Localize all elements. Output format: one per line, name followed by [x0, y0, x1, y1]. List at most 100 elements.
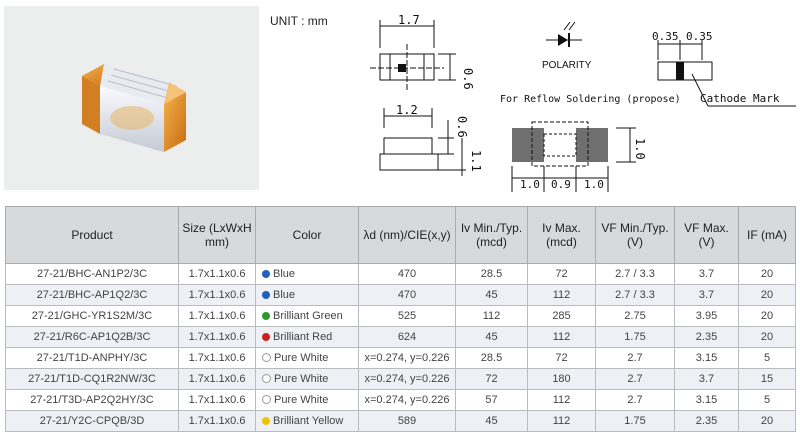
color-label: Brilliant Green: [273, 310, 343, 322]
cell-product: 27-21/T1D-ANPHY/3C: [5, 347, 179, 369]
cell-iv-max: 180: [527, 368, 596, 390]
dim-solder-a: 1.0: [520, 178, 540, 191]
color-dot-icon: [262, 270, 270, 278]
cell-iv-typ: 45: [455, 410, 528, 432]
color-label: Pure White: [274, 352, 329, 364]
color-dot-icon: [262, 333, 270, 341]
cell-size: 1.7x1.1x0.6: [178, 263, 256, 285]
dim-top-height: 0.6: [461, 68, 475, 90]
led-chip-illustration: [82, 64, 186, 152]
cell-color: Pure White: [255, 389, 359, 411]
cell-color: Brilliant Yellow: [255, 410, 359, 432]
cell-lambda: 525: [358, 305, 456, 327]
cell-size: 1.7x1.1x0.6: [178, 305, 256, 327]
cell-iv-max: 72: [527, 263, 596, 285]
cell-vf-max: 2.35: [674, 326, 739, 348]
color-label: Pure White: [274, 394, 329, 406]
color-label: Blue: [273, 289, 296, 301]
cell-lambda: 470: [358, 284, 456, 306]
cell-iv-max: 72: [527, 347, 596, 369]
cell-vf-typ: 1.75: [595, 410, 675, 432]
reflow-label: For Reflow Soldering (propose): [500, 94, 681, 105]
cell-product: 27-21/Y2C-CPQB/3D: [5, 410, 179, 432]
solder-pad-drawing: For Reflow Soldering (propose) 1.0 1.0 0…: [500, 94, 681, 192]
color-dot-icon: [262, 417, 270, 425]
cell-if: 5: [738, 347, 796, 369]
cell-size: 1.7x1.1x0.6: [178, 326, 256, 348]
cell-color: Blue: [255, 263, 359, 285]
cell-vf-max: 3.15: [674, 347, 739, 369]
dim-pad-1: 0.35: [652, 30, 679, 43]
product-spec-table: Product Size (LxWxH mm) Color λd (nm)/CI…: [5, 206, 796, 432]
cell-iv-max: 112: [527, 326, 596, 348]
polarity-label: POLARITY: [542, 60, 592, 71]
color-label: Brilliant Red: [273, 331, 333, 343]
cell-if: 20: [738, 305, 796, 327]
cell-iv-max: 112: [527, 284, 596, 306]
cell-product: 27-21/T1D-CQ1R2NW/3C: [5, 368, 179, 390]
color-dot-icon: [262, 312, 270, 320]
cell-iv-typ: 45: [455, 284, 528, 306]
cell-lambda: x=0.274, y=0.226: [358, 368, 456, 390]
cell-vf-typ: 2.7 / 3.3: [595, 263, 675, 285]
cell-vf-typ: 2.7: [595, 389, 675, 411]
dim-pad-2: 0.35: [686, 30, 713, 43]
cell-if: 20: [738, 326, 796, 348]
cell-iv-typ: 57: [455, 389, 528, 411]
cell-iv-typ: 45: [455, 326, 528, 348]
cell-iv-max: 112: [527, 389, 596, 411]
cell-size: 1.7x1.1x0.6: [178, 347, 256, 369]
dimension-drawings: 1.7 0.6 POLARITY 0.35: [370, 13, 796, 192]
cell-size: 1.7x1.1x0.6: [178, 368, 256, 390]
header-color: Color: [255, 206, 359, 264]
cell-vf-typ: 2.75: [595, 305, 675, 327]
cell-color: Brilliant Green: [255, 305, 359, 327]
header-product: Product: [5, 206, 179, 264]
dim-top-width: 1.7: [398, 13, 420, 27]
cell-lambda: 470: [358, 263, 456, 285]
cell-iv-typ: 72: [455, 368, 528, 390]
cell-color: Pure White: [255, 368, 359, 390]
cell-if: 15: [738, 368, 796, 390]
cell-vf-typ: 2.7: [595, 368, 675, 390]
cell-vf-max: 3.15: [674, 389, 739, 411]
cell-product: 27-21/GHC-YR1S2M/3C: [5, 305, 179, 327]
cell-product: 27-21/BHC-AP1Q2/3C: [5, 284, 179, 306]
cell-vf-max: 3.95: [674, 305, 739, 327]
header-vf-max: VF Max. (V): [674, 206, 739, 264]
cell-if: 20: [738, 263, 796, 285]
cell-size: 1.7x1.1x0.6: [178, 410, 256, 432]
cell-iv-max: 112: [527, 410, 596, 432]
cell-if: 20: [738, 284, 796, 306]
cell-if: 20: [738, 410, 796, 432]
color-label: Pure White: [274, 373, 329, 385]
cell-product: 27-21/BHC-AN1P2/3C: [5, 263, 179, 285]
cell-iv-typ: 112: [455, 305, 528, 327]
dim-side-h2: 1.1: [469, 150, 483, 172]
datasheet-header: UNIT : mm 1.7 0.6 POLARITY: [0, 0, 800, 200]
cell-if: 5: [738, 389, 796, 411]
header-lambda: λd (nm)/CIE(x,y): [358, 206, 456, 264]
cell-color: Brilliant Red: [255, 326, 359, 348]
dim-solder-h: 1.0: [633, 138, 647, 160]
color-label: Brilliant Yellow: [273, 415, 344, 427]
cell-size: 1.7x1.1x0.6: [178, 284, 256, 306]
side-view-drawing: 1.2 0.6 1.1: [379, 103, 483, 176]
color-dot-icon: [262, 395, 271, 404]
cell-vf-typ: 2.7 / 3.3: [595, 284, 675, 306]
dim-side-h1: 0.6: [455, 116, 469, 138]
cathode-mark-label: Cathode Mark: [700, 92, 780, 105]
cell-vf-max: 3.7: [674, 263, 739, 285]
cell-size: 1.7x1.1x0.6: [178, 389, 256, 411]
cell-lambda: 589: [358, 410, 456, 432]
cell-iv-typ: 28.5: [455, 263, 528, 285]
color-dot-icon: [262, 374, 271, 383]
cell-lambda: x=0.274, y=0.226: [358, 347, 456, 369]
cell-product: 27-21/T3D-AP2Q2HY/3C: [5, 389, 179, 411]
